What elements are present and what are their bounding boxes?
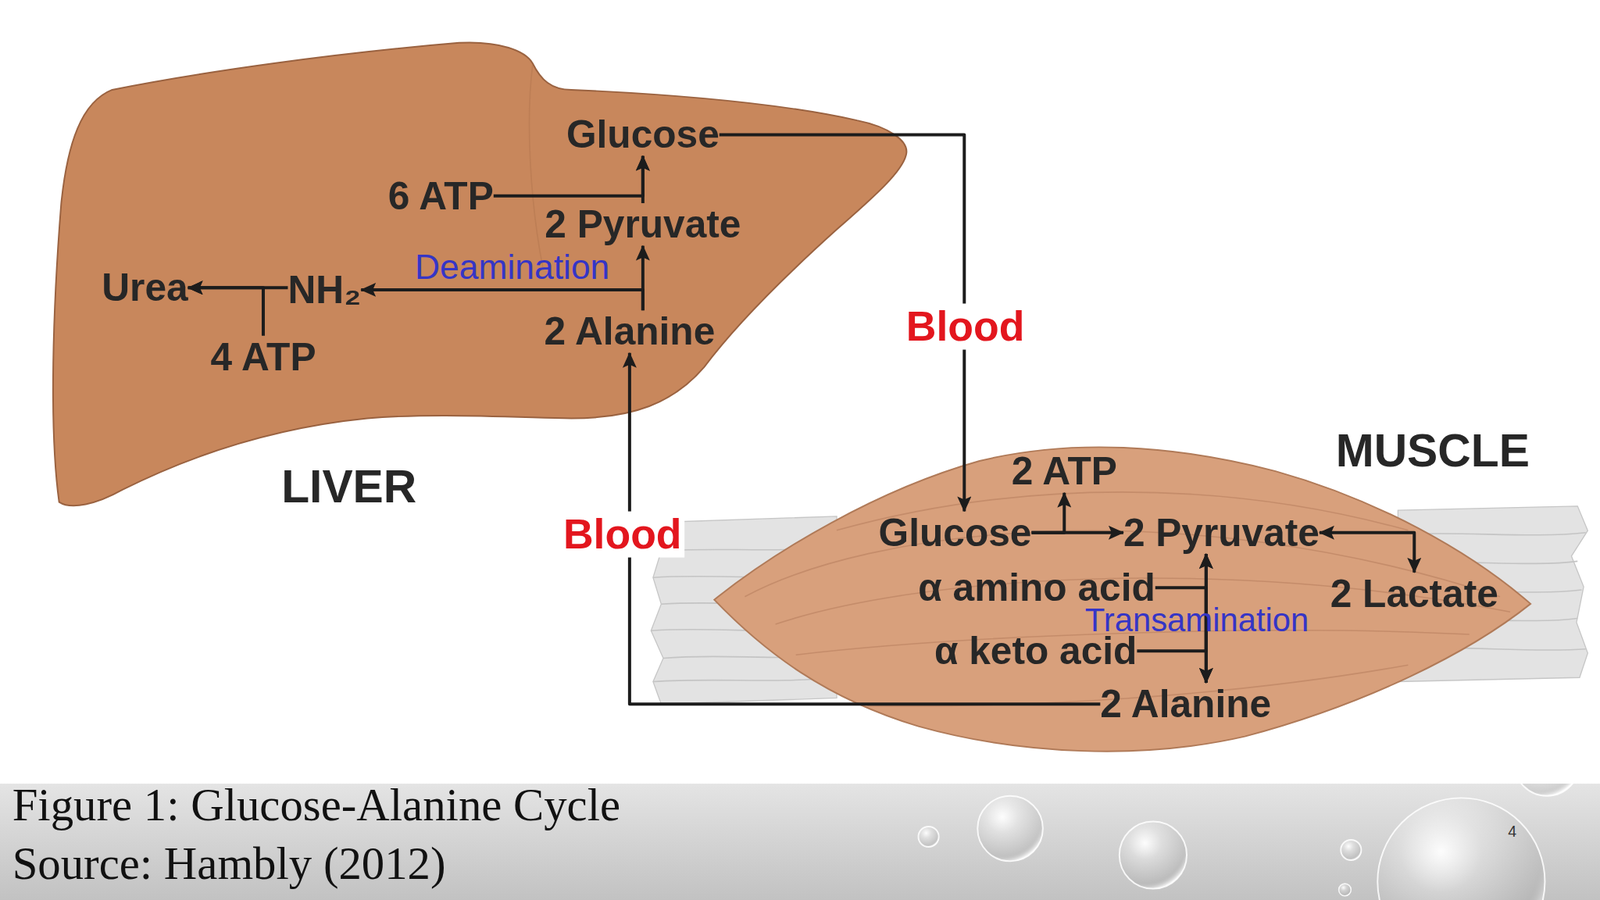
muscle-tissue: MUSCLE2 ATPGlucose2 Pyruvateα amino acid… xyxy=(710,424,1564,761)
flow-arrow xyxy=(629,353,1100,704)
liver-organ-outline xyxy=(53,42,907,507)
metabolite-name: 2 Pyruvate xyxy=(544,202,741,247)
metabolite-term: 2 Alanine xyxy=(1100,682,1272,726)
flow-arrow xyxy=(1031,531,1123,535)
process-label: Transamination xyxy=(1085,602,1309,639)
metabolite-term: NH₂ xyxy=(287,268,361,312)
droplet xyxy=(1340,839,1361,861)
page-number: 4 xyxy=(1507,822,1517,841)
process-label: Deamination xyxy=(414,248,610,287)
flow-arrow xyxy=(1319,532,1415,573)
flow-arrow xyxy=(360,289,643,311)
metabolite-term: 2 Alanine xyxy=(543,310,715,354)
metabolite-name: Urea xyxy=(101,265,188,310)
metabolite-term: 4 ATP xyxy=(210,335,316,379)
organ-name: LIVER xyxy=(281,461,417,513)
droplet xyxy=(1119,821,1187,889)
metabolite-name: 2 Alanine xyxy=(1100,682,1272,726)
droplet xyxy=(918,826,940,847)
metabolite-name: NH₂ xyxy=(287,267,361,312)
metabolite-name: 2 Alanine xyxy=(543,309,715,354)
metabolite-name: 6 ATP xyxy=(388,173,494,218)
metabolite-name: Glucose xyxy=(566,112,720,157)
droplet xyxy=(1514,783,1580,797)
source-note: Source: Hambly (2012) xyxy=(12,837,447,891)
metabolite-term: 2 ATP xyxy=(1011,450,1118,493)
metabolite-term: Glucose xyxy=(566,113,720,157)
metabolite-name: 2 Pyruvate xyxy=(1123,510,1320,554)
metabolite-term: 2 Pyruvate xyxy=(1123,510,1320,554)
transport-label: Blood xyxy=(903,303,1029,350)
droplet xyxy=(1377,797,1545,900)
metabolite-name: 2 ATP xyxy=(1011,449,1118,493)
metabolite-term: 2 Lactate xyxy=(1330,572,1499,616)
metabolite-term: 6 ATP xyxy=(388,174,494,218)
figure-caption: Figure 1: Glucose-Alanine Cycle xyxy=(12,778,621,833)
flow-arrow xyxy=(1031,492,1065,533)
flow-arrow xyxy=(641,246,645,311)
metabolite-term: 2 Pyruvate xyxy=(544,203,741,247)
metabolite-term: Glucose xyxy=(878,510,1033,554)
droplet xyxy=(1339,883,1352,897)
metabolite-name: Glucose xyxy=(878,510,1033,554)
transport-label: Blood xyxy=(560,511,686,558)
water-droplets xyxy=(918,783,1580,900)
flow-arrow xyxy=(188,285,289,290)
muscle-tissue-outline xyxy=(714,447,1531,752)
flow-arrow xyxy=(188,287,264,336)
metabolite-name: 2 Lactate xyxy=(1330,571,1499,616)
droplet xyxy=(977,796,1043,862)
metabolite-name: 4 ATP xyxy=(210,335,316,379)
flow-arrow xyxy=(641,156,645,204)
flow-arrow xyxy=(493,156,643,197)
organ-name: MUSCLE xyxy=(1335,425,1530,477)
tissue-fiber xyxy=(529,65,543,268)
metabolite-term: Urea xyxy=(101,266,188,310)
